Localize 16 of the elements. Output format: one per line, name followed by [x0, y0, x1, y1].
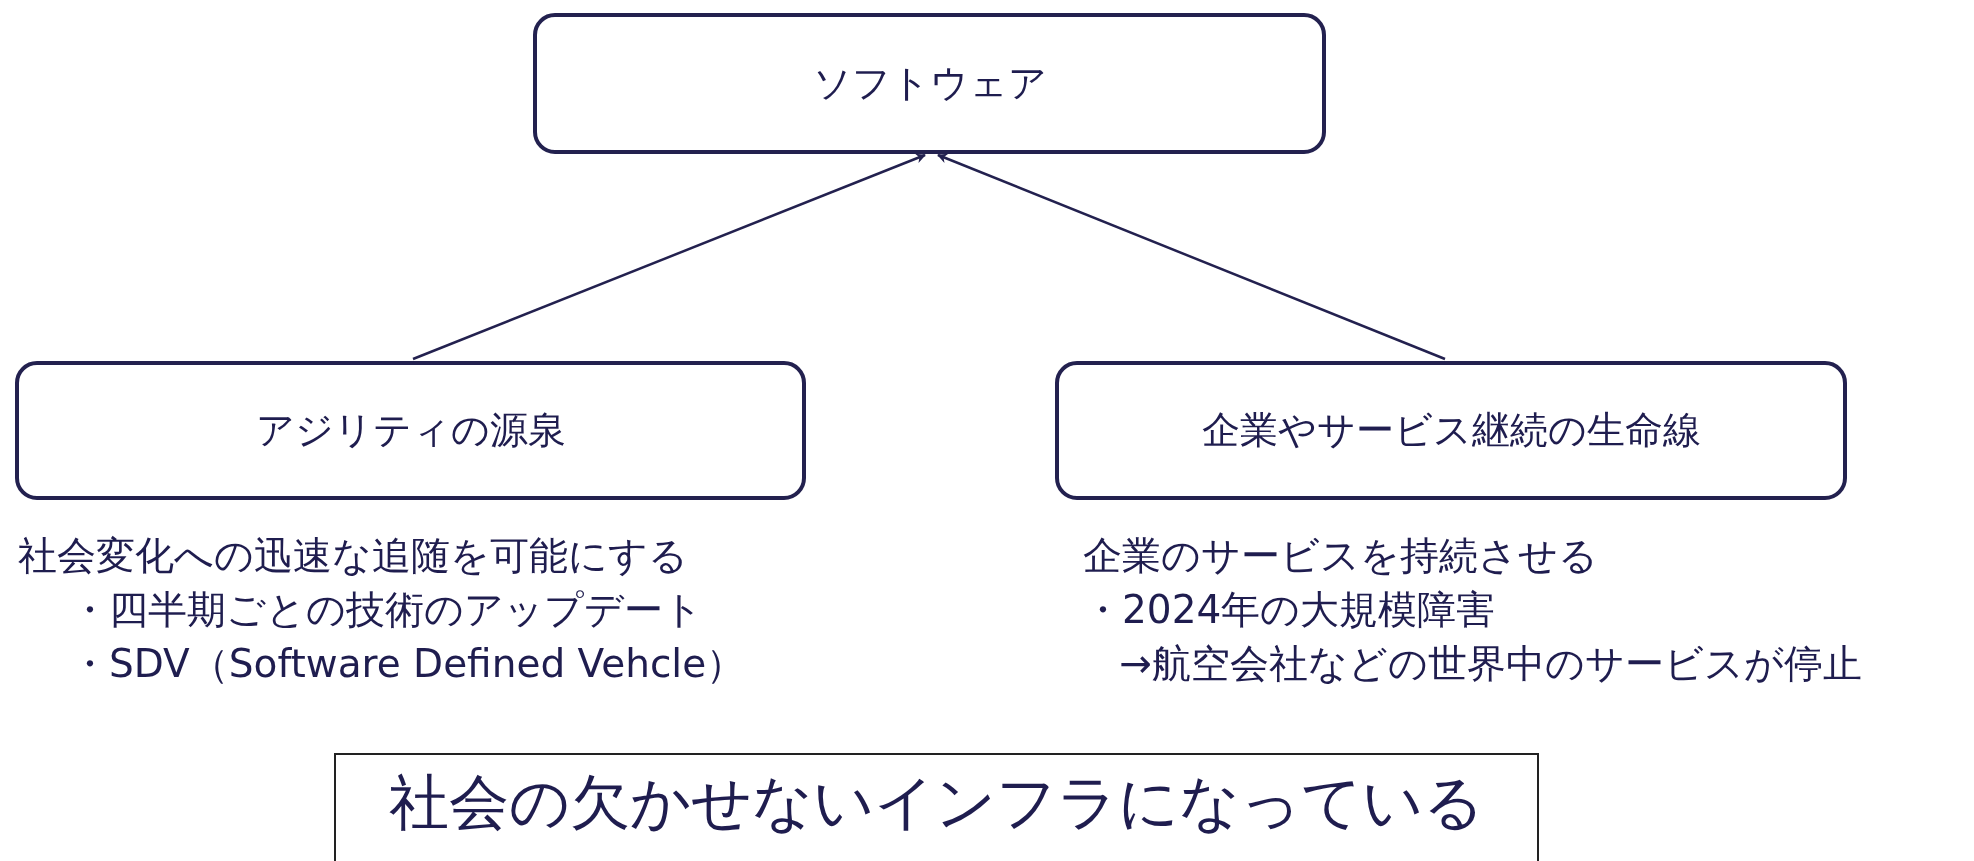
description-text: 企業のサービスを持続させる: [1083, 532, 1598, 580]
description-text: 社会変化への迅速な追随を可能にする: [18, 532, 688, 580]
concept-box: [533, 13, 1326, 154]
arrow: [412, 153, 926, 361]
bullet-text: ・2024年の大規模障害: [1083, 586, 1496, 634]
box-label: アジリティの源泉: [255, 407, 566, 454]
box-label: 企業やサービス継続の生命線: [1201, 407, 1701, 454]
arrow: [937, 153, 1446, 361]
conclusion-box: [334, 753, 1539, 861]
concept-box: [15, 361, 806, 500]
conclusion-text: 社会の欠かせないインフラになっている: [389, 766, 1484, 839]
bullet-text: ・SDV（Software Defined Vehcle）: [70, 640, 746, 688]
bullet-text: →航空会社などの世界中のサービスが停止: [1119, 640, 1862, 688]
bullet-text: ・四半期ごとの技術のアップデート: [70, 586, 703, 634]
concept-box: [1055, 361, 1847, 500]
box-label: ソフトウェア: [812, 60, 1047, 107]
